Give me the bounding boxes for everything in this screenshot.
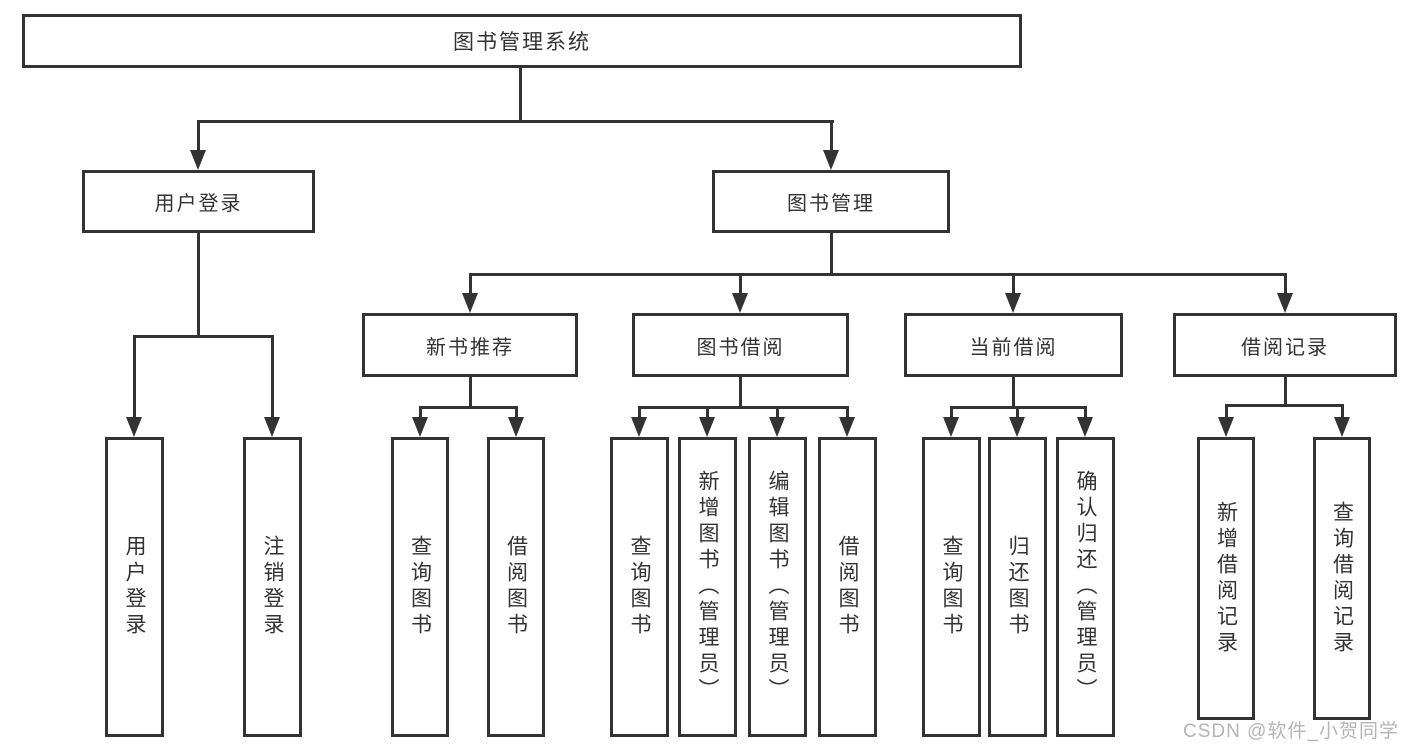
connector-to-add-borrow-record [1225, 404, 1228, 420]
node-leaf-add-book-admin: 新增图书（管理员） [678, 437, 737, 737]
connector-to-borrow-book-new [515, 406, 518, 420]
arrow-to-query-book-borrow [631, 417, 647, 437]
node-leaf-query-book-current: 查询图书 [922, 437, 981, 737]
connector-book-mgmt-trunk [830, 233, 833, 273]
connector-to-query-book-borrow [638, 406, 641, 420]
node-leaf-return-book: 归还图书 [988, 437, 1047, 737]
arrow-to-book-mgmt [823, 150, 839, 170]
connector-to-leaf-logout [271, 335, 274, 422]
node-leaf-confirm-return-admin-label: 确认归还（管理员） [1074, 470, 1097, 704]
node-leaf-borrow-book-borrow: 借阅图书 [818, 437, 877, 737]
connector-borrow-records-trunk [1284, 377, 1287, 404]
connector-to-new-book-rec [469, 273, 472, 295]
node-leaf-confirm-return-admin: 确认归还（管理员） [1056, 437, 1115, 737]
connector-book-mgmt-split [469, 273, 1287, 276]
connector-to-confirm-return [1084, 406, 1087, 420]
connector-book-borrow-trunk [739, 377, 742, 406]
csdn-watermark: CSDN @软件_小贺同学 [1183, 721, 1399, 742]
node-leaf-borrow-book-borrow-label: 借阅图书 [836, 535, 859, 639]
arrow-to-confirm-return [1077, 417, 1093, 437]
connector-to-book-borrow [739, 273, 742, 295]
connector-user-login-split [134, 335, 274, 338]
arrow-to-query-borrow-record [1334, 417, 1350, 437]
arrow-to-leaf-user-login [126, 417, 142, 437]
connector-new-book-rec-split [419, 406, 518, 409]
node-book-management-label: 图书管理 [787, 193, 875, 215]
node-leaf-borrow-book-new-label: 借阅图书 [504, 535, 528, 639]
node-current-borrowing: 当前借阅 [904, 313, 1123, 377]
node-new-book-recommendation: 新书推荐 [362, 313, 578, 377]
node-leaf-query-book-borrow-label: 查询图书 [628, 535, 651, 639]
arrow-to-borrow-book-borrow [839, 417, 855, 437]
node-leaf-query-book-current-label: 查询图书 [940, 535, 963, 639]
node-leaf-query-book-borrow: 查询图书 [610, 437, 669, 737]
node-current-borrowing-label: 当前借阅 [969, 336, 1058, 359]
node-user-login-label: 用户登录 [154, 193, 243, 215]
connector-to-borrow-records [1284, 273, 1287, 295]
node-leaf-add-borrow-record-label: 新增借阅记录 [1214, 500, 1238, 657]
arrow-to-query-book-current [943, 417, 959, 437]
node-user-login: 用户登录 [82, 170, 315, 233]
node-new-book-recommendation-label: 新书推荐 [426, 336, 514, 359]
connector-book-borrow-split [638, 406, 849, 409]
connector-current-borrow-trunk [1012, 377, 1015, 406]
node-leaf-return-book-label: 归还图书 [1006, 535, 1029, 639]
arrow-to-add-borrow-record [1218, 417, 1234, 437]
connector-to-return-book [1016, 406, 1019, 420]
arrow-to-borrow-book-new [508, 417, 524, 437]
node-borrowing-records: 借阅记录 [1173, 313, 1397, 377]
connector-to-query-borrow-record [1341, 404, 1344, 420]
arrow-to-borrow-records [1277, 293, 1293, 313]
connector-root-trunk [519, 68, 522, 120]
node-book-borrowing: 图书借阅 [632, 313, 849, 377]
connector-to-current-borrow [1012, 273, 1015, 295]
connector-root-to-book-mgmt [830, 120, 833, 152]
arrow-to-edit-book [769, 417, 785, 437]
connector-to-add-book [706, 406, 709, 420]
arrow-to-add-book [699, 417, 715, 437]
node-book-management: 图书管理 [712, 170, 950, 233]
node-leaf-add-book-admin-label: 新增图书（管理员） [696, 470, 719, 704]
node-leaf-edit-book-admin-label: 编辑图书（管理员） [766, 470, 789, 704]
connector-user-login-trunk [197, 233, 200, 335]
node-leaf-query-book-new-label: 查询图书 [408, 535, 432, 639]
node-book-borrowing-label: 图书借阅 [696, 336, 785, 359]
arrow-to-return-book [1009, 417, 1025, 437]
connector-to-query-book-current [950, 406, 953, 420]
connector-to-borrow-book-borrow [846, 406, 849, 420]
node-leaf-query-borrow-record-label: 查询借阅记录 [1330, 500, 1354, 657]
arrow-to-query-book-new [412, 417, 428, 437]
node-leaf-query-borrow-record: 查询借阅记录 [1313, 437, 1371, 720]
arrow-to-book-borrow [732, 293, 748, 313]
node-leaf-edit-book-admin: 编辑图书（管理员） [748, 437, 807, 737]
connector-root-split [197, 120, 834, 123]
arrow-to-leaf-logout [264, 417, 280, 437]
node-leaf-user-login: 用户登录 [105, 437, 164, 737]
node-leaf-logout-label: 注销登录 [261, 535, 284, 639]
node-library-management-system: 图书管理系统 [22, 14, 1022, 68]
node-leaf-query-book-new: 查询图书 [391, 437, 449, 737]
connector-root-to-user-login [197, 120, 200, 152]
node-leaf-logout: 注销登录 [243, 437, 302, 737]
node-leaf-user-login-label: 用户登录 [123, 535, 146, 639]
node-leaf-add-borrow-record: 新增借阅记录 [1197, 437, 1255, 720]
arrow-to-current-borrow [1005, 293, 1021, 313]
arrow-to-user-login [190, 150, 206, 170]
connector-borrow-records-split [1225, 404, 1344, 407]
node-leaf-borrow-book-new: 借阅图书 [487, 437, 545, 737]
connector-new-book-rec-trunk [469, 377, 472, 406]
connector-to-edit-book [776, 406, 779, 420]
connector-to-query-book-new [419, 406, 422, 420]
arrow-to-new-book-rec [462, 293, 478, 313]
connector-to-leaf-user-login [133, 335, 136, 422]
node-borrowing-records-label: 借阅记录 [1241, 336, 1329, 359]
node-library-management-system-label: 图书管理系统 [453, 31, 591, 54]
